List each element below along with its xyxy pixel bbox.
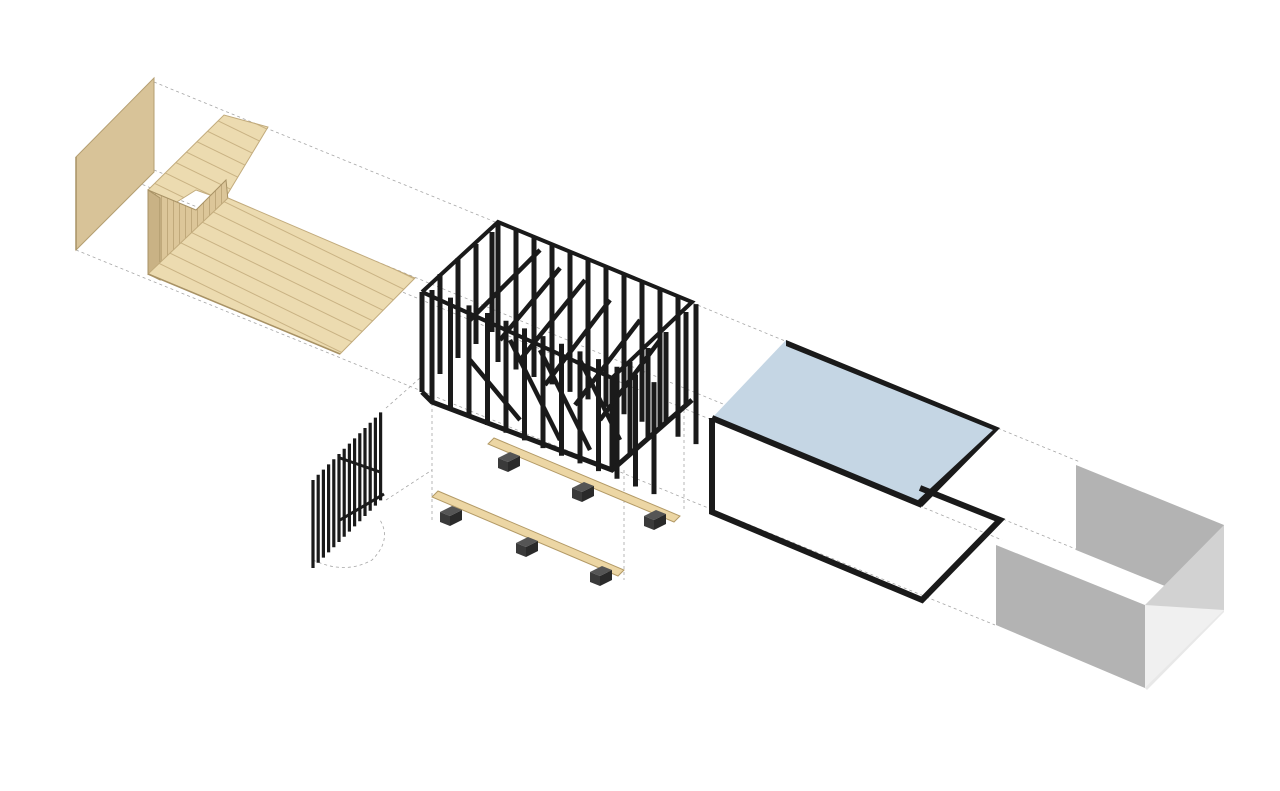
grey-enclosure-box: [996, 465, 1224, 690]
pad-side: [526, 541, 538, 557]
guide-line: [385, 377, 421, 409]
frame-brace: [543, 298, 612, 387]
pad-side: [498, 458, 508, 472]
beam-front: [431, 490, 625, 577]
end-panel-face: [75, 76, 155, 252]
frame-brace: [573, 318, 642, 407]
pad-side: [516, 543, 526, 557]
pivot-door: [311, 412, 385, 568]
box-inner-floor: [1145, 605, 1224, 688]
frame-brace: [507, 338, 563, 442]
seat-back-edge: [147, 189, 161, 281]
frame-brace: [577, 358, 623, 442]
box-bottom-edge: [1145, 610, 1224, 690]
frame-brace: [498, 266, 562, 342]
pad-side: [654, 514, 666, 530]
pad-top: [498, 452, 520, 462]
pad-side: [590, 572, 600, 586]
door-rail: [339, 492, 385, 522]
pad-side: [600, 570, 612, 586]
frame-top-plate: [420, 219, 696, 381]
concrete-pads: [440, 452, 666, 586]
pad-side: [644, 516, 654, 530]
door-rail: [339, 456, 381, 474]
glass-panel: [712, 340, 998, 505]
pad-top: [516, 537, 538, 547]
frame-brace: [468, 248, 542, 322]
beam-rear: [487, 437, 681, 523]
frame-brace: [598, 338, 662, 422]
roof-frame-front: [710, 415, 924, 508]
roof-glazing-frame: [709, 340, 1006, 604]
pad-top: [590, 566, 612, 576]
pad-top: [440, 506, 462, 516]
frame-bottom-plate: [420, 390, 694, 473]
pad-top: [572, 482, 594, 492]
black-timber-frame: [419, 219, 699, 495]
box-front-wall: [996, 545, 1145, 688]
timber-end-panel: [75, 76, 155, 252]
pad-side: [440, 512, 450, 526]
frame-brace: [537, 348, 593, 452]
timber-deck-and-seat: [147, 114, 416, 355]
lower-frame: [709, 418, 1006, 604]
pad-side: [508, 456, 520, 472]
frame-brace: [468, 358, 522, 422]
pad-side: [572, 488, 582, 502]
pad-side: [582, 486, 594, 502]
guide-line: [385, 469, 433, 501]
frame-brace: [518, 278, 587, 362]
deck-front-edge: [147, 273, 341, 355]
door-swing-arc: [312, 519, 385, 568]
pad-side: [450, 510, 462, 526]
pad-top: [644, 510, 666, 520]
guide-line: [153, 169, 1079, 551]
foundation-beams: [431, 437, 681, 586]
